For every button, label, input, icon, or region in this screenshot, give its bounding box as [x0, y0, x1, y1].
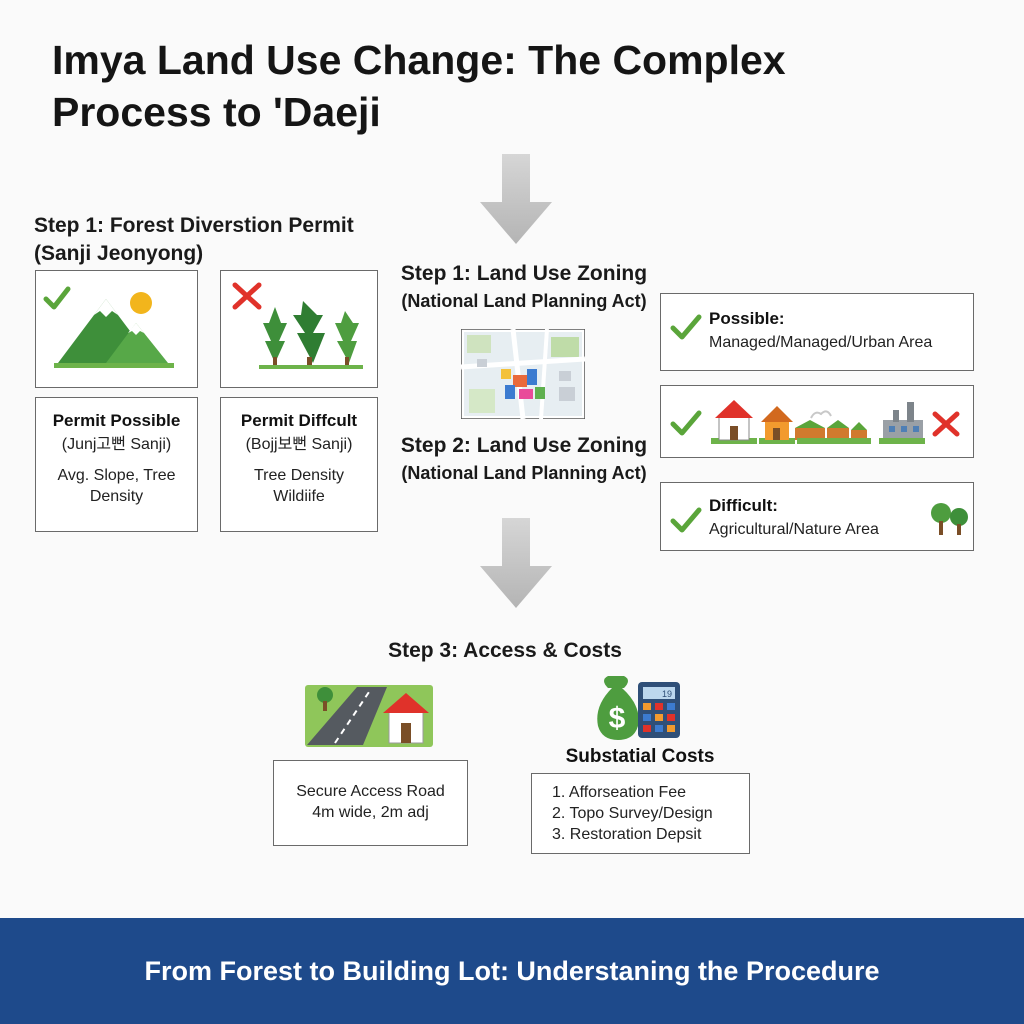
permit-difficult-label: Permit Diffcult	[240, 411, 358, 430]
access-road-box: Secure Access Road 4m wide, 2m adj	[273, 760, 468, 846]
zoning-possible-label: Possible:	[709, 309, 785, 328]
access-road-line-2: 4m wide, 2m adj	[312, 804, 429, 821]
costs-heading: Substatial Costs	[565, 746, 715, 767]
check-icon	[670, 410, 702, 436]
access-heading: Step 3: Access & Costs	[388, 639, 622, 662]
permit-difficult-sub: (Bojj보뻔 Sanji)	[245, 436, 353, 453]
title-line-2: Process to 'Daeji	[52, 89, 381, 135]
forest-permit-heading-line-1: Step 1: Forest Diverstion Permit	[34, 214, 354, 237]
permit-possible-detail-1: Avg. Slope, Tree	[57, 467, 176, 484]
cross-icon	[932, 411, 960, 437]
permit-difficult-detail-1: Tree Density	[253, 467, 345, 484]
zoning-buildings-box	[660, 385, 974, 458]
forest-permit-heading-line-2: (Sanji Jeonyong)	[34, 242, 204, 265]
zoning-difficult-text: Agricultural/Nature Area	[709, 521, 879, 538]
cost-item: 1. Afforseation Fee	[552, 784, 687, 801]
zoning-possible-box: Possible: Managed/Managed/Urban Area	[660, 293, 974, 371]
mountain-sun-icon	[43, 286, 174, 368]
down-arrow-icon	[480, 518, 552, 608]
calculator-display: 19	[662, 689, 672, 699]
permit-possible-sub: (Junj고뻔 Sanji)	[61, 436, 172, 453]
footer-banner: From Forest to Building Lot: Understanin…	[0, 918, 1024, 1024]
zoning-step1-heading: Step 1: Land Use Zoning	[400, 262, 648, 285]
permit-possible-label: Permit Possible	[52, 411, 181, 430]
permit-possible-icon-box	[35, 270, 198, 388]
down-arrow-icon	[480, 154, 552, 244]
permit-difficult-box: Permit Diffcult (Bojj보뻔 Sanji) Tree Dens…	[220, 397, 378, 532]
permit-possible-box: Permit Possible (Junj고뻔 Sanji) Avg. Slop…	[35, 397, 198, 532]
buildings-row-icon	[711, 400, 925, 444]
access-road-line-1: Secure Access Road	[296, 783, 445, 800]
cost-item: 3. Restoration Depsit	[552, 826, 702, 843]
footer-text: From Forest to Building Lot: Understanin…	[144, 955, 880, 986]
permit-difficult-icon-box	[220, 270, 378, 388]
costs-box: 1. Afforseation Fee 2. Topo Survey/Desig…	[531, 773, 750, 854]
forest-trees-icon	[232, 282, 363, 369]
check-icon	[43, 286, 71, 310]
svg-text:$: $	[609, 702, 626, 735]
permit-possible-detail-2: Density	[89, 488, 144, 505]
title-line-1: Imya Land Use Change: The Complex	[52, 37, 786, 83]
zoning-step1: Step 1: Land Use Zoning (National Land P…	[378, 260, 670, 314]
zoning-difficult-label: Difficult:	[709, 496, 778, 515]
zoning-step2-sub: (National Land Planning Act)	[401, 463, 647, 483]
check-icon	[670, 507, 702, 533]
zoning-difficult-box: Difficult: Agricultural/Nature Area	[660, 482, 974, 551]
zoning-step2-heading: Step 2: Land Use Zoning	[400, 434, 648, 457]
page-title: Imya Land Use Change: The Complex Proces…	[52, 34, 952, 138]
money-calculator-icon: $ 19	[594, 672, 684, 742]
trees-icon	[931, 503, 968, 535]
zoning-step1-sub: (National Land Planning Act)	[401, 291, 647, 311]
zoning-map-icon	[461, 329, 585, 419]
zoning-step2: Step 2: Land Use Zoning (National Land P…	[378, 432, 670, 486]
cross-icon	[232, 282, 262, 310]
zoning-possible-text: Managed/Managed/Urban Area	[709, 334, 933, 351]
road-house-icon	[305, 685, 433, 747]
check-icon	[670, 314, 702, 340]
permit-difficult-detail-2: Wildiife	[273, 488, 325, 505]
cost-item: 2. Topo Survey/Design	[552, 805, 713, 822]
forest-permit-heading: Step 1: Forest Diverstion Permit (Sanji …	[34, 212, 394, 268]
